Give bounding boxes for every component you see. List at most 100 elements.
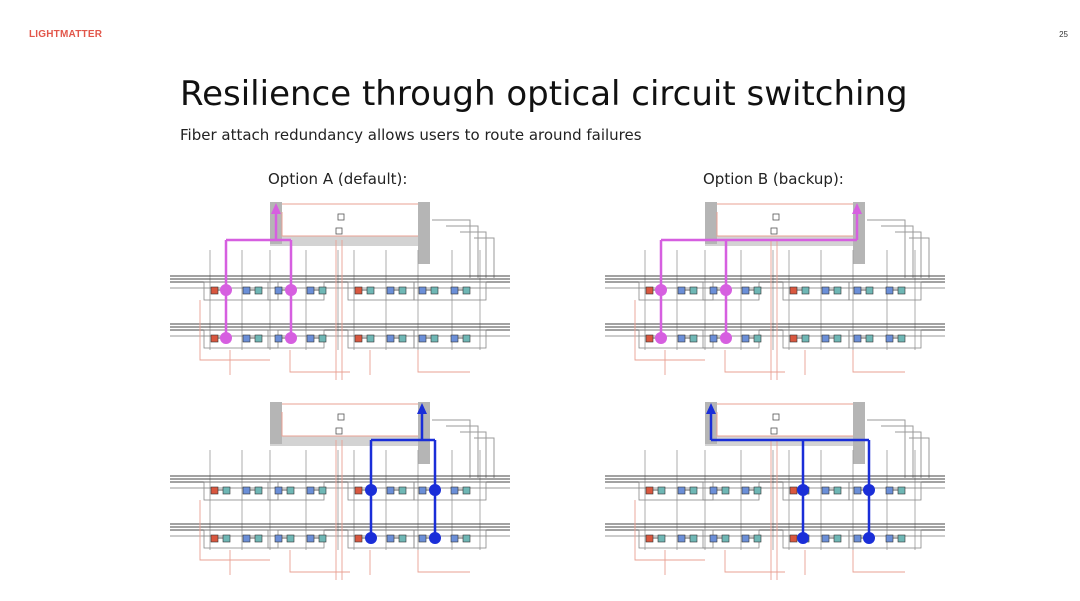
laser-module <box>853 534 862 543</box>
modulator-module <box>462 286 471 295</box>
laser-module <box>821 486 830 495</box>
filled-circle-icon <box>429 532 441 544</box>
routing-wire <box>881 225 914 278</box>
laser-module <box>789 486 798 495</box>
routing-wire <box>446 425 479 478</box>
routing-wire <box>460 431 487 478</box>
laser-module <box>885 534 894 543</box>
module-box <box>413 481 487 501</box>
laser-module <box>645 486 654 495</box>
laser-module <box>210 334 219 343</box>
circuit-background <box>605 402 945 580</box>
laser-module <box>789 534 798 543</box>
control-wire <box>634 500 905 575</box>
modulator-module <box>430 334 439 343</box>
fiber-bus <box>418 202 430 264</box>
option-b-bottom-circuit-diagram <box>605 400 945 580</box>
laser-module <box>274 534 283 543</box>
modulator-module <box>398 334 407 343</box>
circuit-background <box>170 402 510 580</box>
optical-route <box>365 403 441 544</box>
modulator-module <box>897 486 906 495</box>
switch-node <box>335 427 343 435</box>
laser-module <box>741 286 750 295</box>
control-wire <box>770 240 778 380</box>
control-wire <box>199 500 470 575</box>
module-box <box>413 529 487 549</box>
modulator-module <box>286 534 295 543</box>
laser-module <box>885 486 894 495</box>
optical-route <box>655 203 862 344</box>
laser-module <box>645 534 654 543</box>
modulator-module <box>897 534 906 543</box>
modulator-module <box>833 286 842 295</box>
module-box <box>848 329 922 349</box>
laser-module <box>450 286 459 295</box>
laser-module <box>789 334 798 343</box>
fiber-bus <box>853 402 865 464</box>
switch-node <box>770 427 778 435</box>
filled-circle-icon <box>365 532 377 544</box>
modulator-module <box>222 534 231 543</box>
laser-module <box>242 334 251 343</box>
module-box <box>413 329 487 349</box>
routing-wire <box>909 237 930 278</box>
module-box <box>848 481 922 501</box>
laser-module <box>418 486 427 495</box>
laser-module <box>709 486 718 495</box>
laser-module <box>645 286 654 295</box>
laser-module <box>354 534 363 543</box>
control-wire <box>281 403 418 437</box>
modulator-module <box>318 534 327 543</box>
modulator-module <box>801 334 810 343</box>
modulator-module <box>721 534 730 543</box>
slide-title: Resilience through optical circuit switc… <box>180 74 908 114</box>
laser-module <box>274 334 283 343</box>
laser-module <box>821 534 830 543</box>
option-a-top-circuit-diagram <box>170 200 510 380</box>
modulator-module <box>318 486 327 495</box>
modulator-module <box>897 286 906 295</box>
switch-node <box>337 213 345 221</box>
routing-wire <box>867 419 906 478</box>
laser-module <box>677 286 686 295</box>
routing-wire <box>432 419 471 478</box>
page-number: 25 <box>1059 30 1068 39</box>
laser-module <box>354 486 363 495</box>
control-wire <box>716 203 853 237</box>
switch-node <box>337 413 345 421</box>
modulator-module <box>254 334 263 343</box>
routing-wire <box>474 237 495 278</box>
laser-module <box>306 334 315 343</box>
module-box <box>413 281 487 301</box>
optical-route <box>706 403 875 544</box>
modulator-module <box>689 286 698 295</box>
fiber-bus <box>270 402 282 444</box>
modulator-module <box>398 486 407 495</box>
laser-module <box>386 334 395 343</box>
routing-wire <box>909 437 930 478</box>
option-a-bottom-circuit-diagram <box>170 400 510 580</box>
modulator-module <box>318 286 327 295</box>
laser-module <box>386 486 395 495</box>
modulator-module <box>753 486 762 495</box>
modulator-module <box>865 334 874 343</box>
laser-module <box>450 486 459 495</box>
laser-module <box>645 334 654 343</box>
laser-module <box>386 286 395 295</box>
modulator-module <box>753 534 762 543</box>
modulator-module <box>833 486 842 495</box>
lightmatter-logo: LIGHTMATTER <box>29 29 103 40</box>
laser-module <box>242 486 251 495</box>
control-wire <box>199 300 470 375</box>
control-wire <box>335 440 343 580</box>
arrow-up-icon <box>417 403 427 414</box>
modulator-module <box>254 286 263 295</box>
laser-module <box>306 286 315 295</box>
routing-wire <box>432 219 471 278</box>
fiber-bus <box>705 202 717 244</box>
laser-module <box>418 534 427 543</box>
switch-node <box>335 227 343 235</box>
control-wire <box>716 403 853 437</box>
filled-circle-icon <box>220 332 232 344</box>
